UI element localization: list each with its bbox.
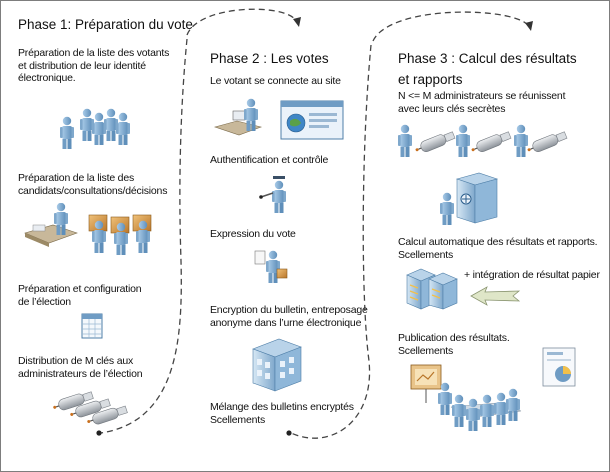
step-config-text: Préparation et configuration de l’électi…: [18, 283, 142, 308]
ballot-box-icon: [88, 214, 152, 255]
voter-ballot-icon: [254, 250, 288, 283]
vault-icon: [440, 172, 499, 225]
admins-with-keys: [398, 124, 569, 157]
report-icon: [542, 347, 576, 387]
step-auth-text: Authentification et contrôle: [210, 154, 329, 166]
step-paper-text: + intégration de résultat papier: [464, 269, 600, 281]
step-vote-text: Expression du vote: [210, 228, 296, 240]
step-compute-text: Calcul automatique des résultats et rapp…: [398, 236, 598, 261]
voter-group-icon: [60, 108, 130, 149]
guard-icon: [259, 176, 286, 213]
step-publish-text: Publication des résultats. Scellements: [398, 332, 510, 357]
presentation-icon: [410, 364, 522, 431]
spreadsheet-icon: [81, 313, 103, 339]
desk-worker-icon: [24, 203, 78, 247]
server-icon: [406, 268, 458, 310]
phase2-title: Phase 2 : Les votes: [210, 51, 329, 66]
step-voters-text: Préparation de la liste des votants et d…: [18, 47, 170, 84]
website-icon: [213, 98, 344, 140]
step-keys-text: Distribution de M clés aux administrateu…: [18, 355, 143, 380]
step-admins-text: N <= M administrateurs se réunissent ave…: [398, 90, 566, 115]
building-icon: [252, 338, 302, 392]
usb-key-icon: [53, 389, 129, 428]
step-mix-text: Mélange des bulletins encryptés Scelleme…: [210, 401, 354, 426]
step-candidates-text: Préparation de la liste des candidats/co…: [18, 172, 168, 197]
flow-connector: [100, 8, 530, 439]
phase1-title: Phase 1: Préparation du vote: [18, 17, 193, 32]
step-connect-text: Le votant se connecte au site: [210, 75, 341, 87]
arrow-left-icon: [470, 286, 521, 306]
step-encrypt-text: Encryption du bulletin, entreposage anon…: [210, 304, 368, 329]
phase3-title: Phase 3 : Calcul des résultats et rappor…: [398, 51, 577, 87]
